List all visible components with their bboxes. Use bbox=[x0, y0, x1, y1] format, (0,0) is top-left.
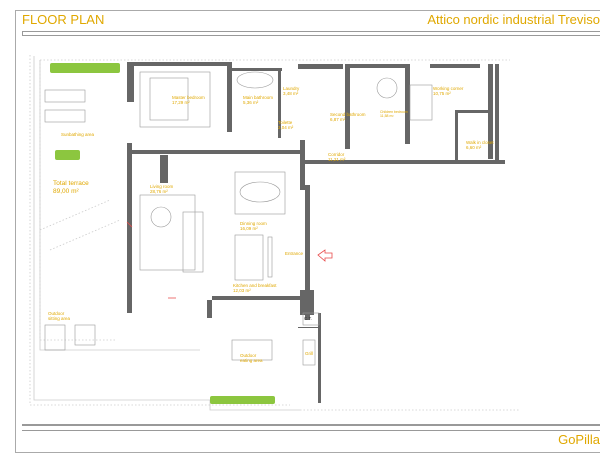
planters bbox=[50, 63, 275, 404]
walls bbox=[127, 62, 505, 403]
area-label-grill: Grill bbox=[305, 351, 313, 356]
area-label-sunbathing: Sunbathing area bbox=[61, 132, 95, 137]
furniture bbox=[44, 71, 433, 366]
header-rule bbox=[22, 31, 600, 36]
dimension-marker-icon bbox=[126, 221, 176, 299]
drawing-frame bbox=[15, 10, 600, 453]
plan-title: FLOOR PLAN bbox=[22, 12, 105, 27]
area-label-ct: C.T. bbox=[304, 316, 313, 321]
terrace-outline bbox=[29, 55, 520, 411]
area-label-outdoor-eating: Outdoor eating area bbox=[240, 353, 263, 364]
area-label-outdoor-sitting: Outdoor sitting area bbox=[48, 311, 71, 322]
footer-rule-2 bbox=[22, 430, 600, 431]
footer-rule bbox=[22, 424, 600, 426]
project-title: Attico nordic industrial Treviso bbox=[427, 12, 600, 27]
entrance-arrow-icon bbox=[317, 249, 333, 262]
area-label-entrance: Entrance bbox=[285, 251, 304, 256]
brand-name: GoPilla bbox=[558, 432, 600, 447]
